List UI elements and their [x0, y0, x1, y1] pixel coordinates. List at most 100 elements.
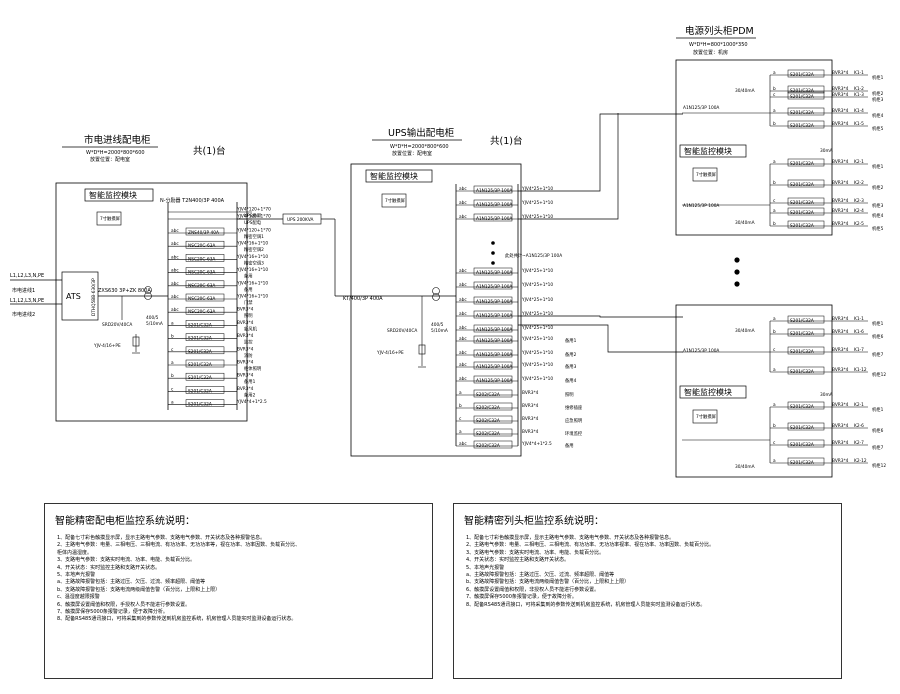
- left-breaker: NSC20C-63A: [188, 270, 215, 276]
- pdm-output: K1-1: [854, 316, 864, 322]
- ups-touchscreen: [381, 193, 407, 208]
- pdm-load: 机柜5: [872, 125, 884, 132]
- ups-mid-label: 此处共计~A1N125/3P 100A: [505, 252, 562, 259]
- ups-phase: abc: [459, 311, 467, 317]
- ups-phase: abc: [459, 297, 467, 303]
- pdm-load: 机柜12: [872, 462, 886, 469]
- left-load: 新风机: [244, 325, 258, 332]
- note-item: 8、配备RS485通讯接口，可将采集到的参数传送到机房监控系统，机房管理人员能实…: [466, 601, 706, 608]
- left-touchscreen: [96, 211, 122, 226]
- in1-label: 市电进线1: [12, 287, 35, 294]
- left-cable: YJV4*16+1*10: [236, 254, 268, 260]
- pdm-output: K2-12: [854, 458, 867, 464]
- note-item: 4、开关状态：实时监控主路和支路开关状态。: [57, 564, 161, 571]
- left-phase: abc: [171, 281, 179, 287]
- ups-breaker: A1N125/3P 100A: [476, 352, 512, 358]
- left-breaker: NSC20C-63A: [188, 256, 215, 262]
- ups-cable: BVR3*4: [522, 390, 539, 396]
- ups-phase: abc: [459, 376, 467, 382]
- left-cable: BVR3*4: [237, 386, 254, 392]
- note-item: 3、支路电气参数：支路实时电流、功率、电能、负载百分比。: [466, 549, 605, 556]
- note-item: 柜体内温湿度。: [57, 549, 93, 556]
- pdm-cable: BVR3*4: [832, 159, 849, 165]
- svg-text:5/10mA: 5/10mA: [146, 321, 163, 327]
- left-phase: a: [171, 361, 174, 366]
- ups-cabinet-count: 共(1)台: [490, 135, 522, 147]
- svg-text:A1N125/3P 100A: A1N125/3P 100A: [683, 105, 719, 111]
- svg-text:A1N125/3P 100A: A1N125/3P 100A: [683, 348, 719, 354]
- pdm-breaker: S201/C32A: [790, 110, 814, 116]
- ups-label: UPS 200KVA: [287, 217, 314, 223]
- notes-left-list: 1、配备七寸彩色触摸显示屏，显示主路电气参数、支路电气参数、开关状态及各种报警信…: [57, 535, 300, 624]
- left-cable: BVR3*4: [237, 307, 254, 313]
- pdm-breaker: S201/C32A: [790, 369, 814, 375]
- ups-cable: YJV4*25+1*10: [521, 350, 553, 356]
- ups-cable: YJV4*4+1*2.5: [521, 441, 552, 447]
- notes-right-title: 智能精密列头柜监控系统说明：: [464, 516, 604, 527]
- ups-cable: YJV4*25+1*10: [521, 268, 553, 274]
- pdm-output: K1-2: [854, 86, 864, 92]
- ups-load: 环境监控: [565, 430, 583, 437]
- note-item: 2、主路电气参数：电量、三相电压、三相电流、有功功率、无功功率等，视在功率、功率…: [57, 542, 301, 549]
- left-load: 备用: [244, 286, 253, 293]
- pdm-breaker: S201/C32A: [790, 123, 814, 129]
- ups-phase: abc: [459, 214, 467, 220]
- left-cable: YJV4*16+1*10: [236, 280, 268, 286]
- ups-load: 照明: [565, 392, 574, 398]
- left-cabinet-count: 共(1)台: [193, 145, 225, 157]
- pdm-phase: c: [773, 93, 776, 98]
- svg-text:30/40mA: 30/40mA: [735, 328, 755, 334]
- left-load: 柜体照明: [244, 365, 261, 372]
- pdm-bottom-frame: [675, 304, 833, 478]
- note-item: 4、开关状态：实时监控主路和支路开关状态。: [466, 557, 570, 564]
- pdm-load: 机柜1: [872, 320, 884, 327]
- pdm-breaker: S201/C32A: [790, 404, 814, 410]
- svg-text:YJV-4/16+PE: YJV-4/16+PE: [93, 343, 121, 349]
- note-item: 6、触摸屏设置阈值和权限，非授权人员不能进行参数设置。: [466, 586, 600, 593]
- pdm-phase: a: [773, 109, 776, 114]
- pdm-output: K2-3: [854, 198, 864, 204]
- pdm-phase: c: [773, 199, 776, 204]
- pdm-phase: a: [773, 368, 776, 373]
- ups-load: 备用3: [565, 363, 577, 370]
- left-load: 精密空调1: [244, 233, 264, 240]
- ups-cabinet-size: W*D*H=2000*800*600: [390, 144, 449, 150]
- pdm-output: K2-2: [854, 180, 864, 186]
- left-load: 精密空调2: [244, 246, 264, 253]
- ups-cabinet-frame: [350, 163, 522, 457]
- pdm-breaker: S201/C32A: [790, 349, 814, 355]
- pdm-position: 放置位置：机房: [693, 49, 728, 56]
- ups-phase: abc: [459, 200, 467, 206]
- ups-breaker: S202/C32A: [476, 418, 500, 424]
- left-breaker: S201/C32A: [188, 336, 212, 342]
- pdm-output: K2-5: [854, 221, 864, 227]
- pdm-output: K2-6: [854, 423, 864, 429]
- ups-phase: abc: [459, 282, 467, 288]
- ups-cable: YJV4*25+1*10: [521, 376, 553, 382]
- ups-phase: abc: [459, 350, 467, 356]
- left-breaker: S201/C32A: [188, 322, 212, 328]
- note-item: a、主路故障报警包括：主路过压、欠压、过流、频率超限、阈值等: [466, 572, 615, 579]
- note-item: 5、本地声光报警: [466, 564, 505, 571]
- left-main-breaker: ZXS630 3P+ZK 800A: [98, 288, 151, 294]
- pdm-phase: c: [773, 348, 776, 353]
- svg-text:7寸触摸屏: 7寸触摸屏: [385, 197, 406, 204]
- svg-text:ATS: ATS: [66, 292, 81, 301]
- ups-monitor-module: 智能监控模块: [370, 171, 418, 181]
- ups-load: 备用2: [565, 351, 577, 358]
- left-cable: YJV4*16+1*10: [236, 294, 268, 300]
- svg-text:7寸触摸屏: 7寸触摸屏: [696, 171, 717, 178]
- left-phase: abc: [171, 241, 179, 247]
- pdm-load: 机柜6: [872, 427, 884, 434]
- note-item: 7、触摸屏保存5000条报警记录，便于故障分析。: [466, 594, 577, 601]
- note-item: 2、主路电气参数：电量、三相电压、三相电流、有功功率、无功功率视率、视在功率、功…: [466, 542, 715, 549]
- pdm-cable: BVR3*4: [832, 329, 849, 335]
- notes-right-panel: 智能精密列头柜监控系统说明： 1、配备七寸彩色触摸显示屏，显示主路电气参数、支路…: [453, 503, 842, 679]
- left-phase: a: [171, 321, 174, 326]
- left-breaker: S201/C32A: [188, 375, 212, 381]
- pdm-phase: a: [773, 160, 776, 165]
- svg-text:DTHQ5BB-630/3P: DTHQ5BB-630/3P: [91, 278, 97, 316]
- note-item: 3、支路电气参数：支路实时电流、功率、电能、负载百分比。: [57, 557, 196, 564]
- svg-text:7寸触摸屏: 7寸触摸屏: [100, 215, 121, 222]
